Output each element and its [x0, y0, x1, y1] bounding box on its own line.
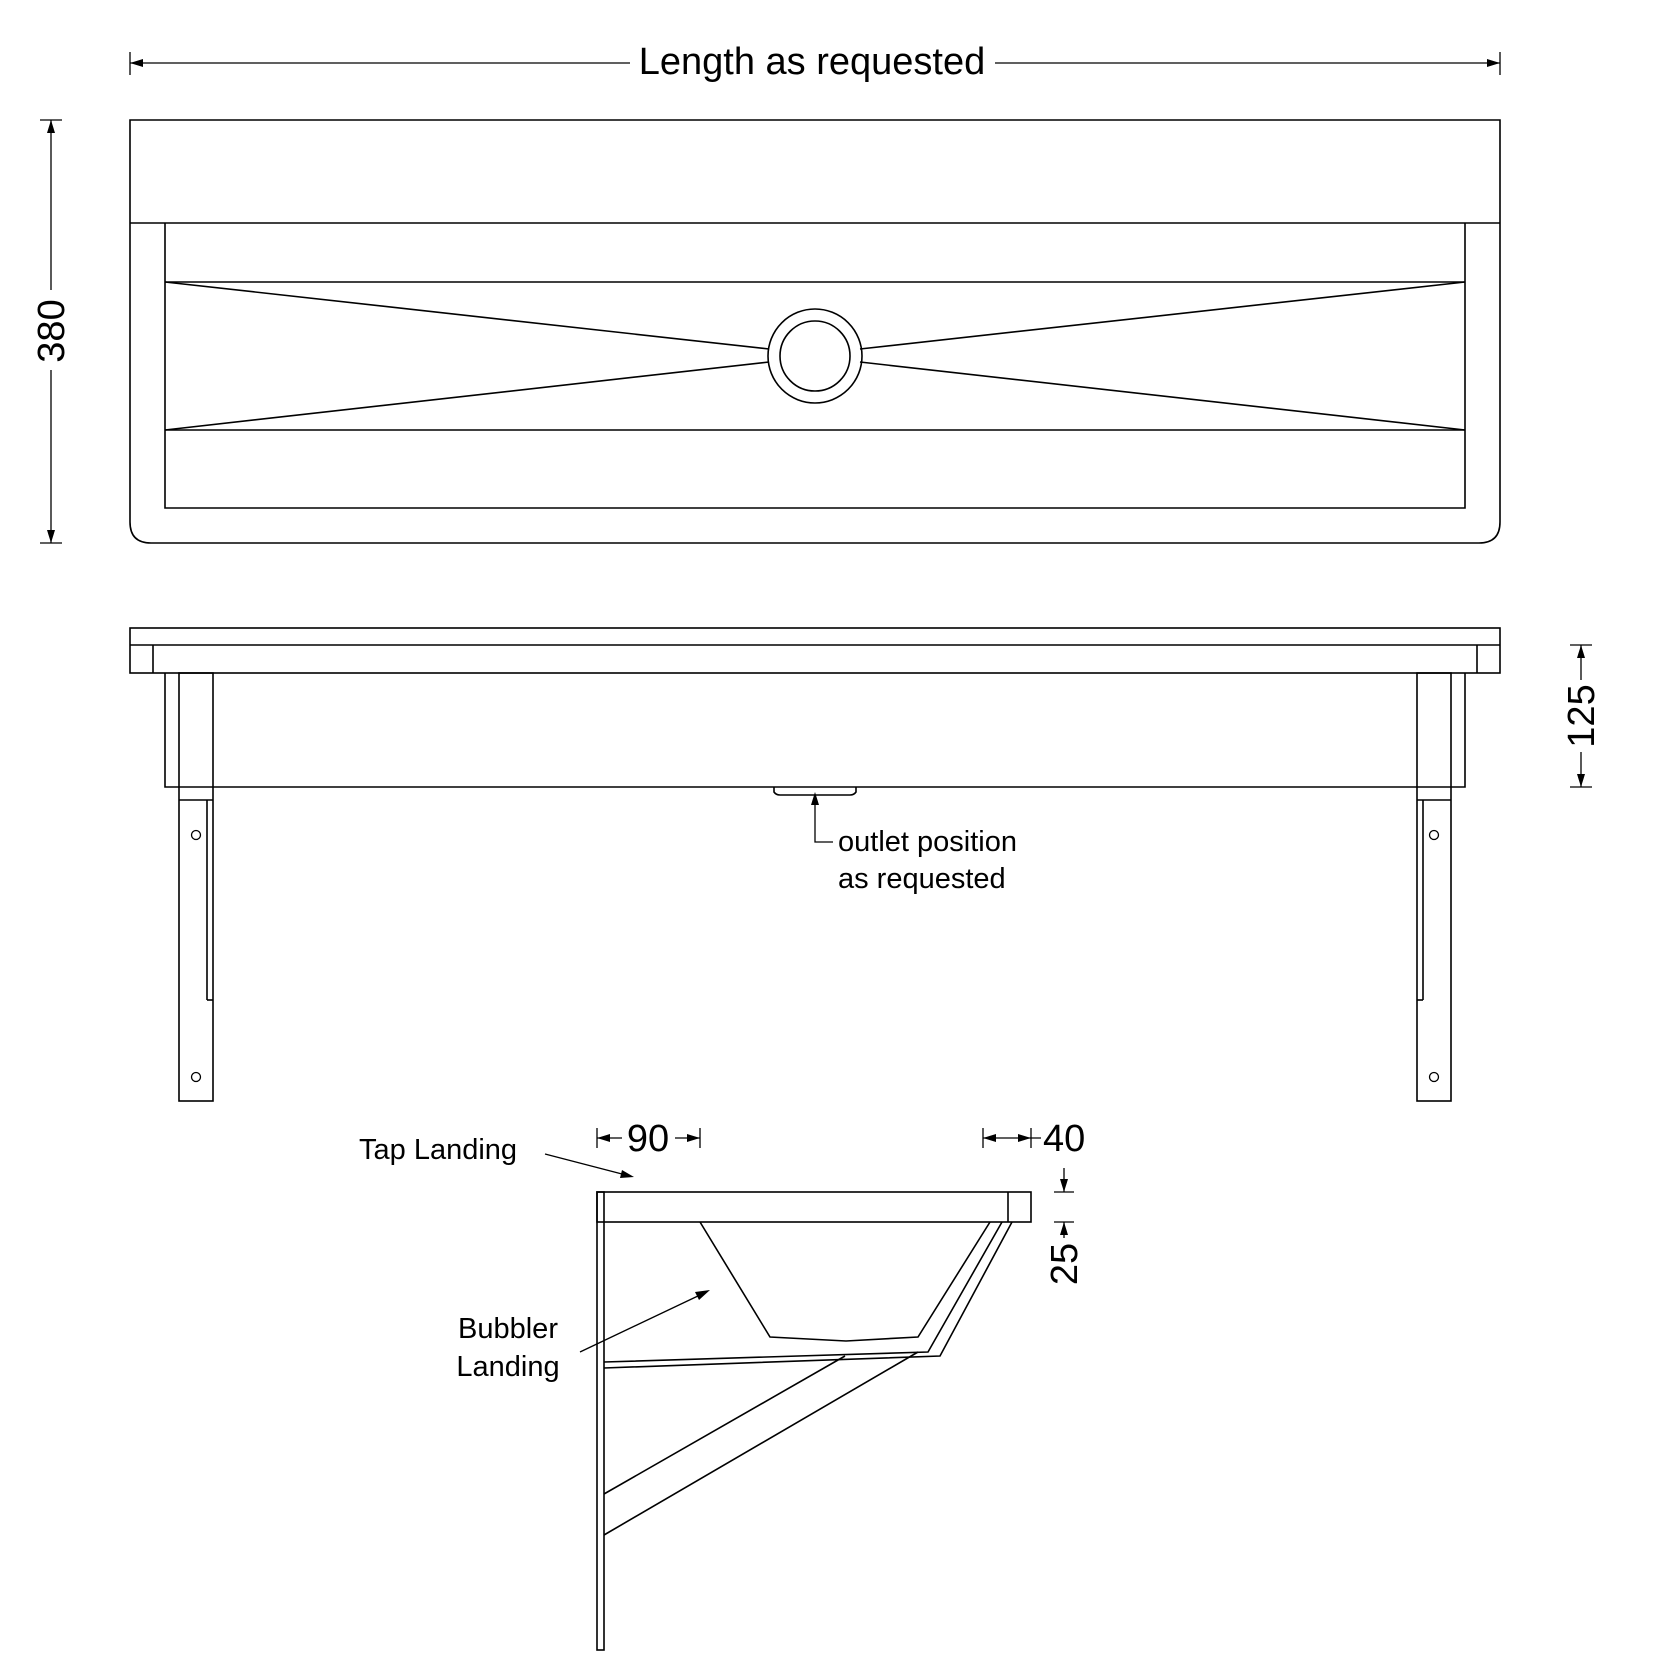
dim-90: 90	[596, 1118, 701, 1160]
left-bracket	[178, 672, 214, 1102]
bubbler-landing-callout: Bubbler Landing	[456, 1290, 710, 1383]
outlet-leader: outlet position as requested	[811, 792, 1017, 895]
outlet-note-line1: outlet position	[838, 826, 1017, 858]
tap-landing-callout: Tap Landing	[359, 1134, 634, 1178]
length-label: Length as requested	[639, 41, 986, 83]
trough-outline	[129, 119, 1501, 544]
outlet-note-line2: as requested	[838, 863, 1006, 895]
end-section: 90 40 25 Tap Landing	[359, 1118, 1086, 1651]
depth-dimension: 380	[30, 119, 73, 544]
front-elevation: 125 outlet position as requested	[129, 627, 1604, 1102]
depth-label: 380	[31, 299, 73, 362]
bubbler-label-line2: Landing	[456, 1351, 559, 1383]
dim-90-label: 90	[627, 1118, 669, 1160]
waste-outlet	[767, 308, 863, 404]
plan-view: Length as requested 380	[30, 41, 1501, 544]
dim-40: 40	[982, 1118, 1085, 1160]
dim-25-label: 25	[1044, 1243, 1086, 1285]
tap-landing-label: Tap Landing	[359, 1134, 517, 1166]
right-bracket	[1416, 672, 1452, 1102]
bowl-inner	[164, 223, 1466, 509]
height-dimension: 125	[1561, 644, 1604, 788]
height-label: 125	[1561, 684, 1603, 747]
dim-40-label: 40	[1043, 1118, 1085, 1160]
length-dimension: Length as requested	[129, 41, 1501, 83]
dim-25: 25	[1044, 1168, 1086, 1285]
bubbler-label-line1: Bubbler	[458, 1313, 558, 1345]
